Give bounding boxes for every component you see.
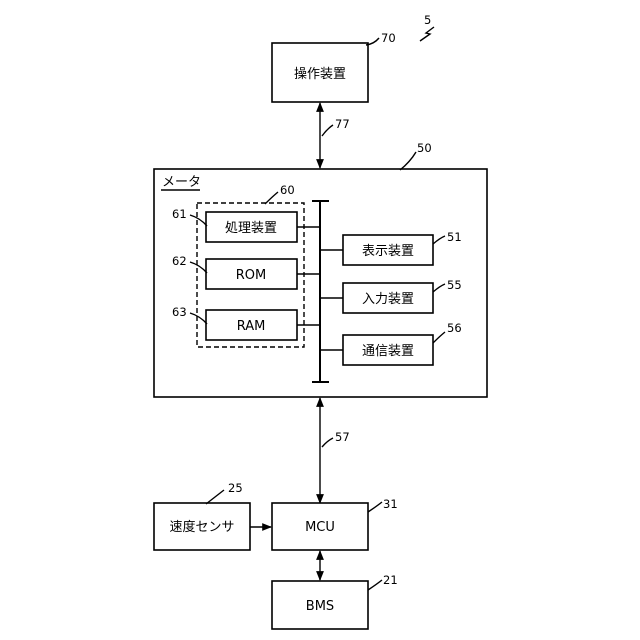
bms-label: BMS bbox=[306, 599, 334, 614]
input-device-ref: 55 bbox=[447, 278, 462, 292]
processing-group-ref: 60 bbox=[280, 183, 295, 197]
link-57-leader bbox=[322, 438, 333, 447]
link-77-ref: 77 bbox=[335, 117, 350, 131]
ram-label: RAM bbox=[237, 319, 266, 334]
bms-ref: 21 bbox=[383, 573, 398, 587]
rom-label: ROM bbox=[236, 268, 266, 283]
processor-ref: 61 bbox=[172, 207, 187, 221]
speed-sensor-label: 速度センサ bbox=[169, 519, 234, 535]
display-device-ref: 51 bbox=[447, 230, 462, 244]
speed-sensor-leader bbox=[206, 490, 224, 504]
operation-device-ref: 70 bbox=[381, 31, 396, 45]
link-57-ref: 57 bbox=[335, 430, 350, 444]
mcu-ref: 31 bbox=[383, 497, 398, 511]
meter-leader bbox=[400, 152, 416, 170]
mcu-leader bbox=[368, 502, 382, 512]
meter-label: メータ bbox=[162, 175, 201, 190]
bms-leader bbox=[368, 580, 382, 590]
input-device-label: 入力装置 bbox=[362, 292, 414, 307]
ram-ref: 63 bbox=[172, 305, 187, 319]
display-device-label: 表示装置 bbox=[362, 244, 414, 259]
link-77-leader bbox=[322, 125, 333, 136]
comm-device-label: 通信装置 bbox=[362, 344, 414, 359]
processor-label: 処理装置 bbox=[225, 221, 277, 236]
operation-device-label: 操作装置 bbox=[294, 66, 346, 82]
figure-ref-leader bbox=[420, 27, 434, 41]
figure-ref: 5 bbox=[424, 13, 431, 27]
mcu-label: MCU bbox=[305, 520, 335, 535]
meter-ref: 50 bbox=[417, 141, 432, 155]
comm-device-ref: 56 bbox=[447, 321, 462, 335]
rom-ref: 62 bbox=[172, 254, 187, 268]
speed-sensor-ref: 25 bbox=[228, 481, 243, 495]
operation-device-block: 操作装置 70 bbox=[272, 31, 396, 102]
